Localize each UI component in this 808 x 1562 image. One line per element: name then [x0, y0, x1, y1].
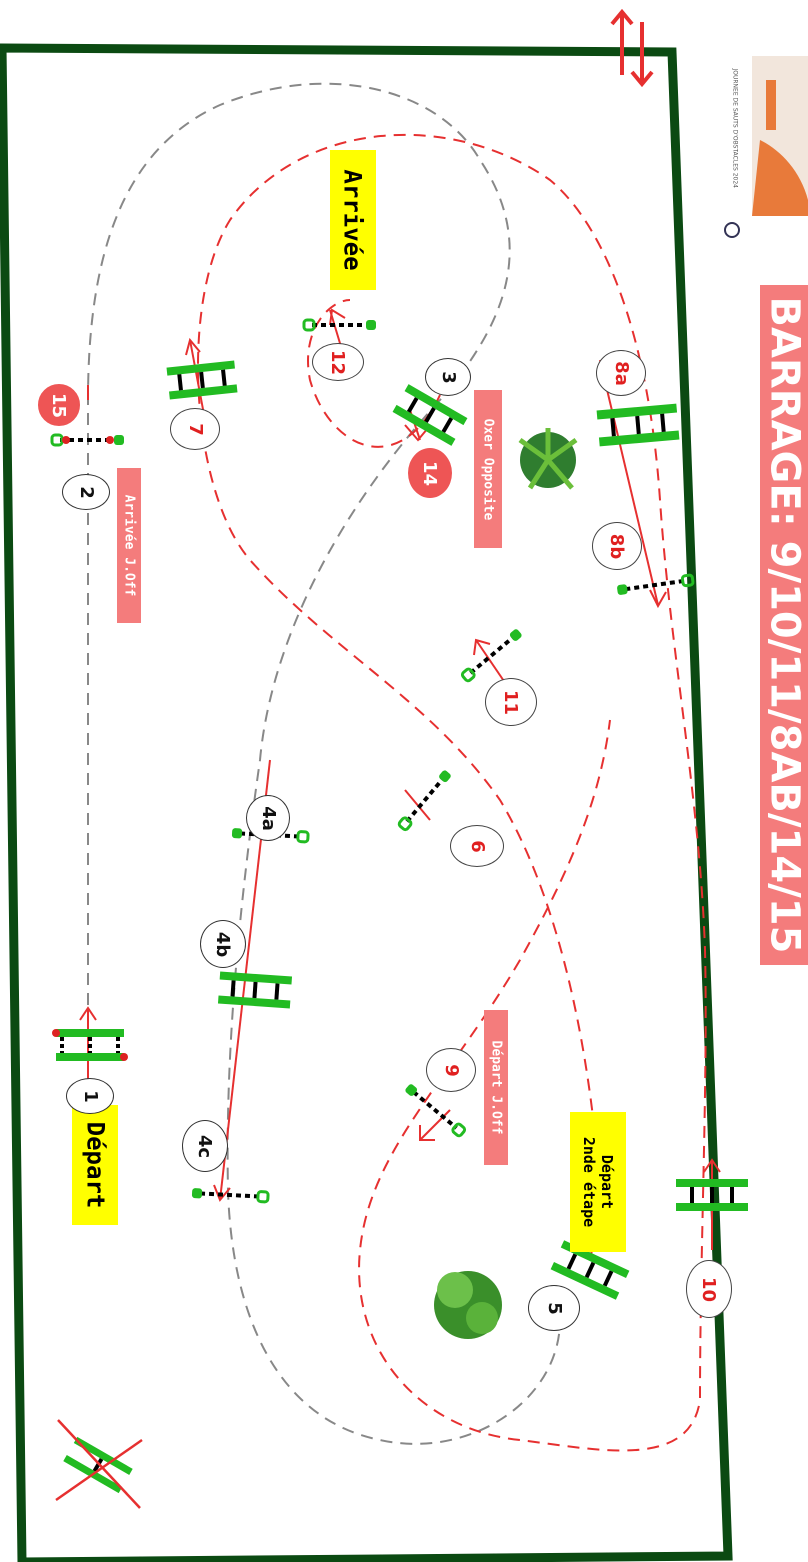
bush-icon — [434, 1271, 502, 1339]
jump-number-7: 7 — [170, 408, 220, 450]
jump-number-5: 5 — [528, 1285, 580, 1331]
jump-off-path — [198, 135, 706, 1451]
jump-number-8a: 8a — [596, 350, 646, 396]
sponsor-image — [752, 56, 808, 216]
finish-jump-off-label: Arrivée J.Off — [117, 468, 141, 623]
jump-number-9: 9 — [426, 1048, 476, 1092]
jump-number-2: 2 — [62, 474, 110, 510]
jump-number-11: 11 — [485, 678, 537, 726]
jump-number-4b: 4b — [200, 920, 246, 968]
jump-number-8b: 8b — [592, 522, 642, 570]
jump-number-1: 1 — [66, 1078, 114, 1114]
jump-number-4c: 4c — [182, 1120, 228, 1172]
jump-number-15: 15 — [38, 384, 80, 426]
logo-icon — [725, 223, 739, 237]
obstacles — [52, 320, 748, 1508]
jump-number-12: 12 — [312, 343, 364, 381]
palm-tree-icon — [520, 428, 576, 488]
jump-number-3: 3 — [425, 358, 471, 396]
jump-number-14: 14 — [408, 448, 452, 498]
start-stage2-label: Départ 2nde étape — [570, 1112, 626, 1252]
jump-number-6: 6 — [450, 825, 504, 867]
start-jump-off-label: Départ J.Off — [484, 1010, 508, 1165]
finish-label: Arrivée — [330, 150, 376, 290]
start-label: Départ — [72, 1105, 118, 1225]
oxer-opposite-label: Oxer Opposite — [474, 390, 502, 548]
page-title: BARRAGE: 9/10/11/8AB/14/15 — [761, 297, 807, 954]
jump-number-10: 10 — [686, 1260, 732, 1318]
jump-number-4a: 4a — [246, 795, 290, 841]
sponsor-text: JOURNEE DE SAUTS D'OBSTACLES 2024 — [732, 69, 739, 179]
title-banner: BARRAGE: 9/10/11/8AB/14/15 — [760, 285, 808, 965]
first-round-path — [88, 84, 560, 1444]
